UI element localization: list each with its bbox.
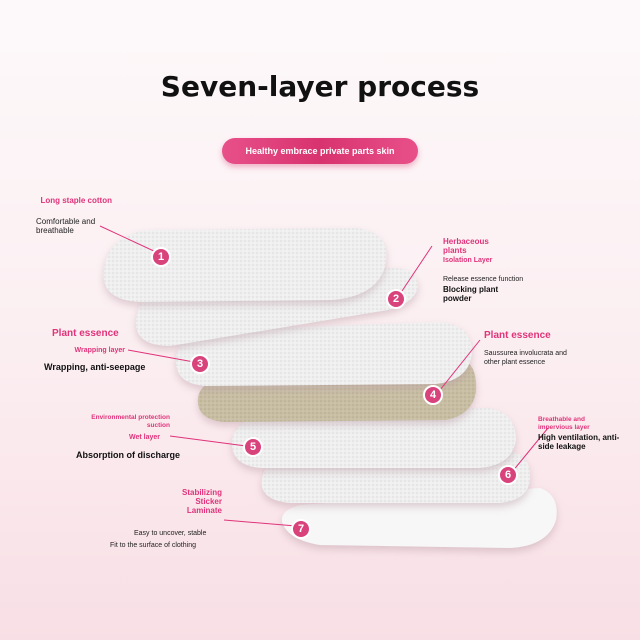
layer-1-desc: Comfortable and breathable <box>36 217 96 235</box>
layer-7-desc2: Fit to the surface of clothing <box>110 542 196 549</box>
layer-3-title: Plant essence <box>52 328 119 339</box>
layer-2-title: Herbaceous plants <box>443 237 489 255</box>
layer-1-shape <box>103 228 387 302</box>
layer-4-desc: Saussurea involucrata and other plant es… <box>484 350 567 366</box>
page-title: Seven-layer process <box>160 70 480 103</box>
layer-6-badge: 6 <box>498 465 518 485</box>
layer-3-bold: Wrapping, anti-seepage <box>44 362 146 372</box>
layer-2-bold: Blocking plant powder <box>443 285 499 303</box>
layer-7-title: Stabilizing Sticker Laminate <box>182 488 222 515</box>
layer-1-title: Long staple cotton <box>40 196 112 205</box>
layer-5-badge: 5 <box>243 437 263 457</box>
layer-2-sub: Isolation Layer <box>443 257 493 264</box>
layer-7-badge: 7 <box>291 519 311 539</box>
layer-2-badge: 2 <box>386 289 406 309</box>
layer-4-title: Plant essence <box>484 330 551 341</box>
layer-7-desc: Easy to uncover, stable <box>134 530 207 537</box>
layer-1-badge: 1 <box>151 247 171 267</box>
layer-6-bold: High ventilation, anti-side leakage <box>538 433 620 451</box>
layer-2-desc: Release essence function <box>443 276 524 283</box>
layer-3-sub: Wrapping layer <box>74 347 125 354</box>
layer-4-badge: 4 <box>423 385 443 405</box>
layer-5-title: Environmental protection suction <box>91 414 170 429</box>
layer-6-title: Breathable and impervious layer <box>538 416 590 431</box>
layer-5-sub: Wet layer <box>129 434 160 441</box>
layer-3-shape <box>175 322 472 386</box>
layer-3-badge: 3 <box>190 354 210 374</box>
layer-5-shape <box>231 408 516 468</box>
tagline-pill: Healthy embrace private parts skin <box>222 138 418 164</box>
layer-5-bold: Absorption of discharge <box>76 450 181 460</box>
